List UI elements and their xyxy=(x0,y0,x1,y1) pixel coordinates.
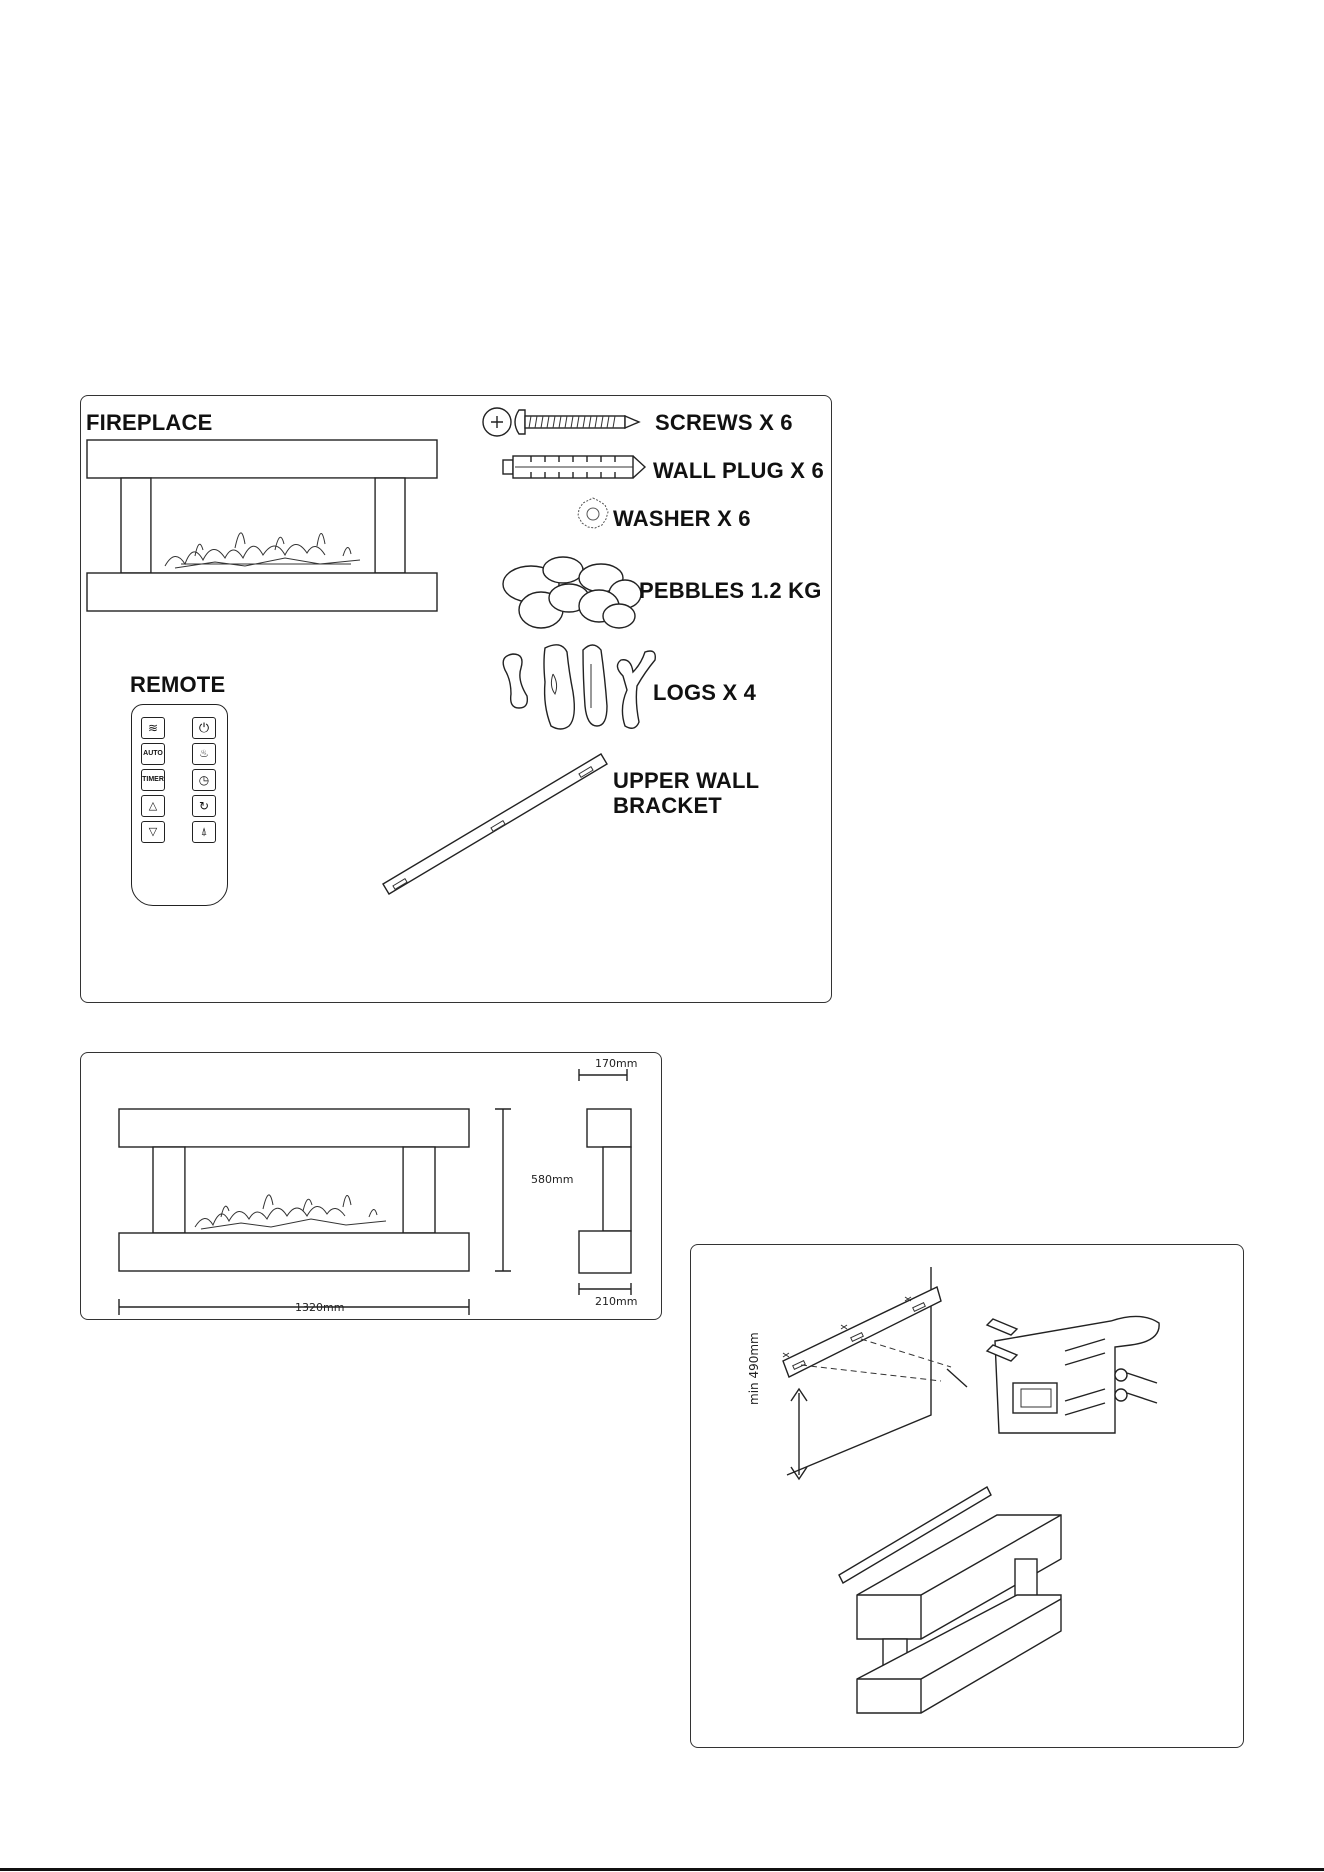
footer-rule xyxy=(0,1868,1324,1871)
heat-button[interactable]: ♨ xyxy=(192,743,216,765)
pebbles-label: PEBBLES 1.2 KG xyxy=(639,578,822,604)
fireplace-illustration xyxy=(85,438,445,608)
height-dimension: 580mm xyxy=(531,1173,573,1186)
wall-plug-icon xyxy=(501,450,651,484)
remote-control: ≋ ⏻ AUTO ♨ TIMER ◷ △ ↻ ▽ ⍋ xyxy=(131,704,228,906)
installation-panel: min 490mm xyxy=(690,1244,1244,1748)
pebbles-icon xyxy=(501,554,641,634)
depth-top-dimension: 170mm xyxy=(595,1057,637,1070)
side-elevation-drawing xyxy=(577,1057,657,1297)
dimensions-panel: 580mm 1320mm 170mm 210mm xyxy=(80,1052,662,1320)
washer-label: WASHER X 6 xyxy=(613,506,751,532)
bracket-label-line2: BRACKET xyxy=(613,793,722,819)
timer-button[interactable]: TIMER xyxy=(141,769,165,791)
up-button[interactable]: △ xyxy=(141,795,165,817)
fireplace-label: FIREPLACE xyxy=(86,410,212,436)
screw-icon xyxy=(481,402,661,442)
fireplace-hanging-diagram xyxy=(837,1485,1097,1725)
wall-plug-label: WALL PLUG X 6 xyxy=(653,458,824,484)
wall-mounting-diagram xyxy=(781,1265,981,1485)
front-elevation-drawing xyxy=(117,1083,537,1323)
cycle-button[interactable]: ↻ xyxy=(192,795,216,817)
down-button[interactable]: ▽ xyxy=(141,821,165,843)
logs-icon xyxy=(499,640,659,740)
upper-wall-bracket-icon xyxy=(379,750,619,900)
screws-label: SCREWS X 6 xyxy=(655,410,793,436)
logs-label: LOGS X 4 xyxy=(653,680,756,706)
contents-panel: FIREPLACE REMOTE ≋ ⏻ AUTO ♨ TIMER ◷ △ ↻ … xyxy=(80,395,832,1003)
min-height-label: min 490mm xyxy=(747,1332,761,1405)
fixing-detail-diagram xyxy=(991,1311,1171,1441)
washer-icon xyxy=(575,496,611,532)
power-button[interactable]: ⏻ xyxy=(192,717,216,739)
auto-button[interactable]: AUTO xyxy=(141,743,165,765)
clock-button[interactable]: ◷ xyxy=(192,769,216,791)
brightness-button[interactable]: ⍋ xyxy=(192,821,216,843)
depth-bottom-dimension: 210mm xyxy=(595,1295,637,1308)
bracket-label-line1: UPPER WALL xyxy=(613,768,759,794)
remote-label: REMOTE xyxy=(130,672,225,698)
width-dimension: 1320mm xyxy=(295,1301,344,1314)
flame-effect-button[interactable]: ≋ xyxy=(141,717,165,739)
